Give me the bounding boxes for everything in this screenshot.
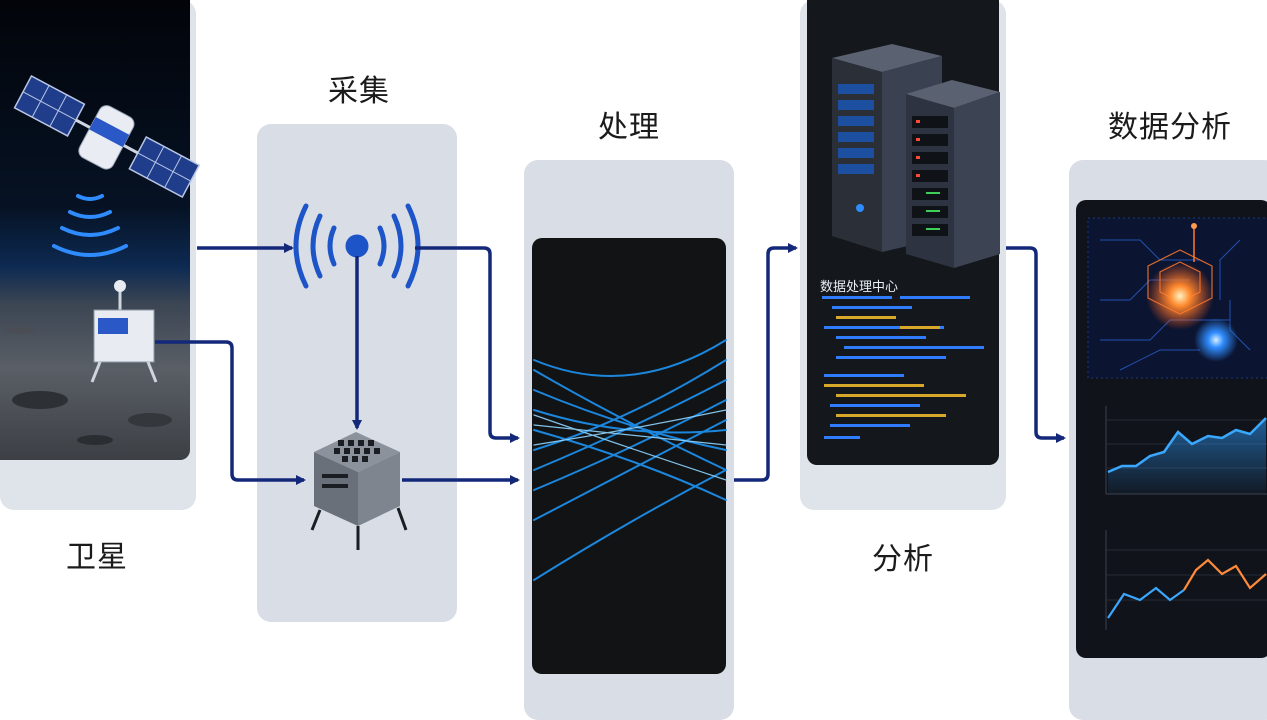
area-fill: [1108, 418, 1266, 494]
stage-label-data-analysis: 数据分析: [1108, 110, 1232, 145]
arrow-processing-to-server: [734, 243, 798, 482]
processor-chip-icon: [310, 432, 408, 550]
network-heatmap: [1087, 217, 1267, 379]
flow-arrows: [155, 243, 1066, 485]
stage-label-satellite: 卫星: [66, 540, 128, 575]
stage-label-analysis: 分析: [872, 542, 934, 577]
arrow-lander-to-chip: [155, 340, 306, 485]
line-orange: [1183, 558, 1267, 591]
data-stream-lines: [533, 339, 727, 581]
stage-label-processing: 处理: [598, 110, 660, 145]
chart-line-bottom: [1105, 530, 1267, 630]
processing-screen: [532, 238, 726, 674]
moon-surface: [6, 326, 172, 445]
signal-waves-icon: [52, 194, 128, 257]
lunar-lander-icon: [90, 280, 158, 383]
satellite-icon: [13, 74, 201, 198]
stage-label-collection: 采集: [328, 74, 390, 109]
server-title: 数据处理中心: [820, 280, 899, 295]
arrow-antenna-to-processing: [415, 246, 520, 443]
chart-area-top: [1105, 406, 1267, 495]
area-line: [1107, 417, 1267, 474]
server-log-lines: [822, 296, 984, 439]
line-blue: [1107, 586, 1185, 619]
server-rack-icon: [832, 44, 1000, 268]
antenna-icon: [293, 203, 421, 289]
arrow-server-to-dashboard: [1006, 246, 1066, 443]
